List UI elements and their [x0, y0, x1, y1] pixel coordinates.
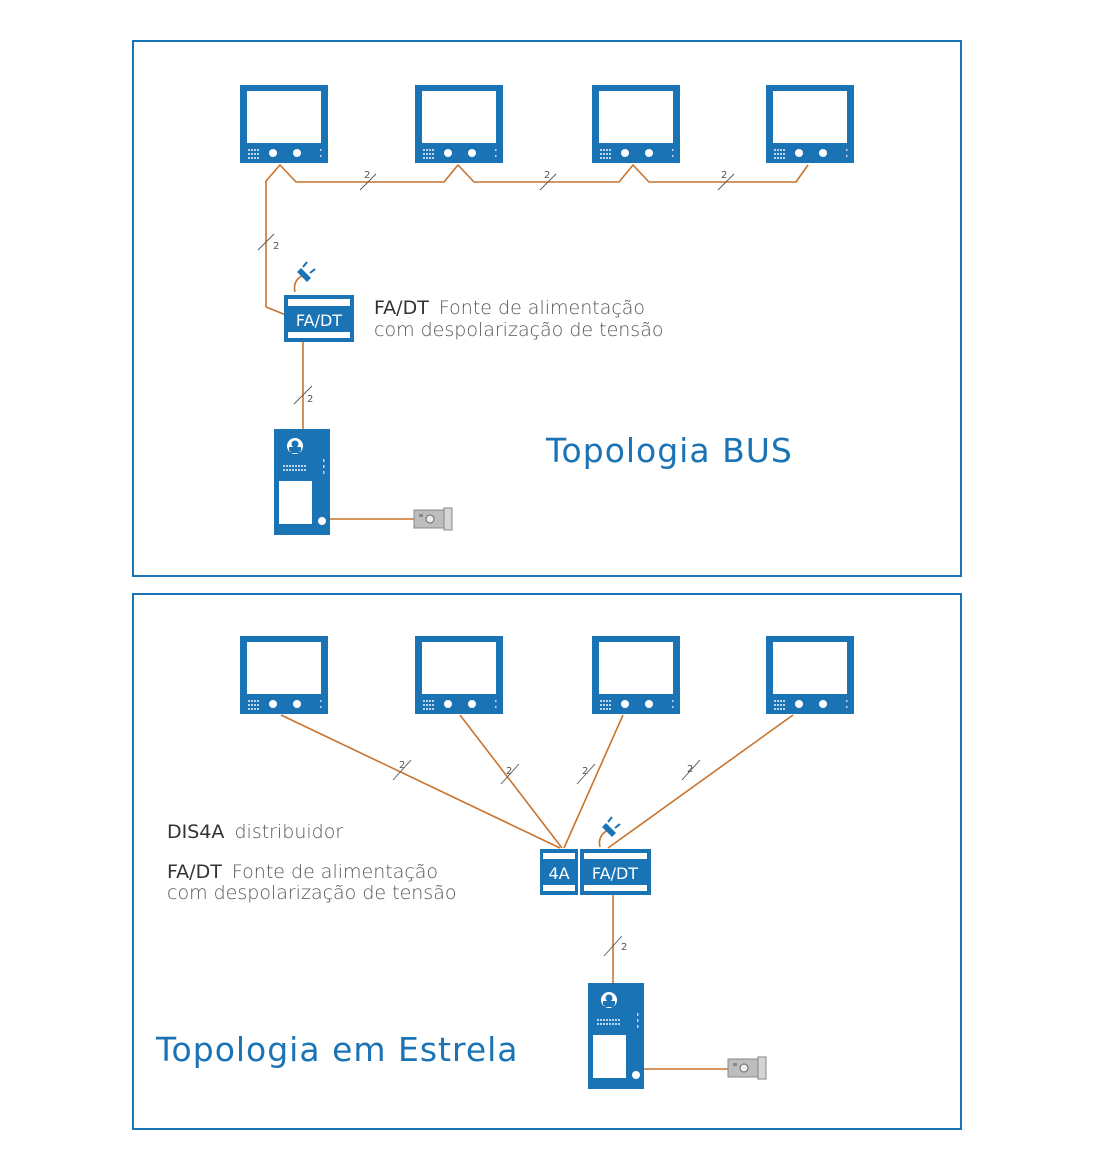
wire-count-marker: 2 — [257, 233, 279, 252]
wire-count: 2 — [687, 764, 693, 775]
distributor-code: DIS4A — [167, 821, 224, 843]
bus-panel-frame — [132, 40, 962, 577]
monitor-icon — [415, 85, 503, 163]
wire-count-marker: 2 — [500, 763, 520, 785]
bus-title: Topologia BUS — [545, 431, 793, 470]
bus-wire-down — [265, 306, 304, 430]
wire-count: 2 — [399, 760, 405, 771]
psu-description: FA/DT Fonte de alimentação — [167, 861, 438, 883]
monitor-icon — [240, 85, 328, 163]
distributor-description: DIS4A distribuidor — [167, 821, 343, 843]
star-wires — [280, 714, 794, 985]
wire-count-marker: 2 — [359, 170, 377, 191]
psu-desc-line2: com despolarização de tensão — [374, 319, 663, 341]
wire-count-marker: 2 — [681, 759, 701, 781]
wire-count: 2 — [506, 766, 512, 777]
wire-count-marker: 2 — [293, 385, 313, 405]
psu-box-label: FA/DT — [296, 311, 342, 330]
bus-topology-panel: 2 2 2 2 2 FA/DT FA/DT Fonte de alimentaç… — [132, 40, 962, 577]
wire-count: 2 — [364, 170, 370, 181]
wire-count: 2 — [307, 394, 313, 405]
star-panel-frame — [132, 593, 962, 1130]
psu-description: FA/DT Fonte de alimentação — [374, 297, 645, 319]
psu-code: FA/DT — [374, 297, 429, 319]
door-lock-icon — [413, 507, 453, 531]
wire-count: 2 — [721, 170, 727, 181]
star-topology-panel: 2 2 2 2 2 4A FA/DT — [132, 593, 962, 1130]
bus-wire — [265, 164, 809, 307]
psu-desc-line1: Fonte de alimentação — [232, 861, 438, 883]
wire-count: 2 — [582, 766, 588, 777]
door-panel-icon — [274, 429, 330, 535]
star-title: Topologia em Estrela — [155, 1030, 519, 1069]
monitor-icon — [592, 636, 680, 714]
monitor-icon — [415, 636, 503, 714]
power-plug-icon — [293, 261, 316, 293]
wire-count-marker: 2 — [603, 935, 627, 957]
psu-desc-line1: Fonte de alimentação — [439, 297, 645, 319]
psu-code: FA/DT — [167, 861, 222, 883]
wire-count-marker: 2 — [392, 759, 412, 781]
wire-count: 2 — [273, 241, 279, 252]
distributor-box: 4A — [540, 849, 578, 895]
distributor-desc: distribuidor — [234, 821, 343, 843]
door-panel-icon — [588, 983, 644, 1089]
psu-desc-line2: com despolarização de tensão — [167, 882, 456, 904]
wire-count-marker: 2 — [539, 170, 557, 191]
monitor-icon — [240, 636, 328, 714]
wire-count: 2 — [621, 942, 627, 953]
monitor-icon — [766, 85, 854, 163]
psu-box-label: FA/DT — [592, 864, 638, 883]
wire-count-marker: 2 — [717, 170, 735, 191]
monitor-icon — [766, 636, 854, 714]
monitor-icon — [592, 85, 680, 163]
psu-box: FA/DT — [580, 849, 651, 895]
door-lock-icon — [727, 1056, 767, 1080]
psu-box: FA/DT — [284, 295, 354, 342]
distributor-box-label: 4A — [548, 864, 569, 883]
wire-count: 2 — [544, 170, 550, 181]
wire-count-marker: 2 — [576, 763, 596, 785]
